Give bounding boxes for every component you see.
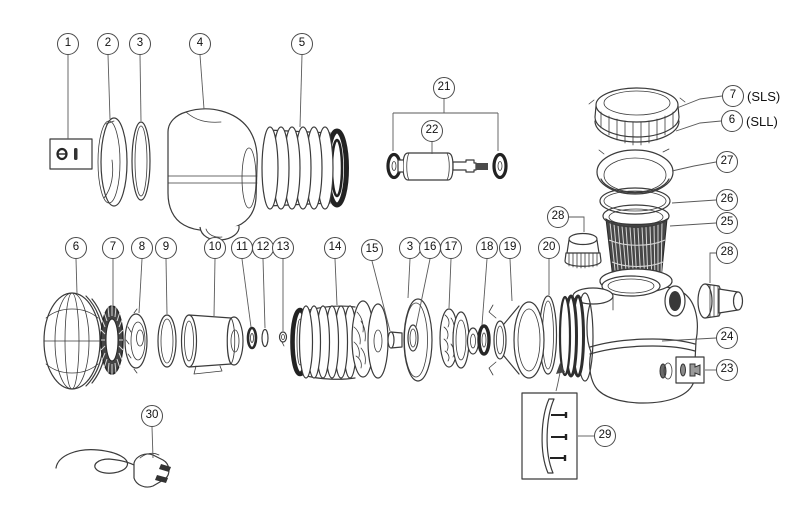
- part-11-washer-drawing: [246, 326, 258, 350]
- ring-size-label-sls: (SLS): [747, 88, 781, 104]
- callout-9: 9: [155, 237, 177, 259]
- callout-8: 8: [131, 237, 153, 259]
- part-6-lock-ring-dome-drawing: [43, 292, 107, 390]
- part-8-cover-plate-drawing: [124, 308, 148, 374]
- callout-16: 16: [419, 237, 441, 259]
- callout-13: 13: [272, 237, 294, 259]
- callout-6-sll: 6 (SLL): [721, 110, 778, 132]
- callout-21: 21: [433, 77, 455, 99]
- callout-6: 6: [65, 237, 87, 259]
- part-15-square-nut-drawing: [387, 331, 403, 349]
- callout-10: 10: [204, 237, 226, 259]
- callout-20: 20: [538, 237, 560, 259]
- leader-lines: [67, 54, 723, 459]
- callout-28-left: 28: [547, 206, 569, 228]
- callout-29: 29: [594, 425, 616, 447]
- callout-15: 15: [361, 239, 383, 261]
- part-18-shaft-seal-drawing: [477, 324, 491, 356]
- part-13-shaft-screw-drawing: [278, 331, 288, 347]
- part-7-ribbed-ring-drawing: [100, 305, 124, 375]
- part-5-ribbed-coupling-drawing: [261, 126, 349, 210]
- callout-24: 24: [716, 327, 738, 349]
- part-7-6-lock-ring-drawing: [588, 87, 686, 146]
- callout-7-sls-circle: 7: [722, 85, 744, 107]
- callout-5: 5: [291, 33, 313, 55]
- callout-30: 30: [141, 405, 163, 427]
- callout-4: 4: [189, 33, 211, 55]
- part-26-lid-oring-drawing: [599, 187, 671, 215]
- part-12-small-oring-drawing: [261, 328, 269, 348]
- callout-27: 27: [716, 151, 738, 173]
- callout-3-mid: 3: [399, 237, 421, 259]
- callout-26: 26: [716, 189, 738, 211]
- callout-12: 12: [252, 237, 274, 259]
- callout-11: 11: [231, 237, 253, 259]
- part-3-oring-top-drawing: [131, 121, 151, 201]
- callout-28-right: 28: [716, 242, 738, 264]
- part-14-impeller-fan-assembly-drawing: [290, 300, 389, 380]
- callout-2: 2: [97, 33, 119, 55]
- part-9-oring-drawing: [157, 314, 177, 368]
- part-23-drain-plug-box-drawing: [675, 356, 705, 384]
- callout-3: 3: [129, 33, 151, 55]
- part-30-power-cord-drawing: [55, 449, 171, 488]
- part-4-pump-housing-drawing: [167, 108, 258, 241]
- callout-17: 17: [440, 237, 462, 259]
- part-10-motor-housing-drawing: [180, 314, 244, 375]
- callout-6-sll-circle: 6: [721, 110, 743, 132]
- part-28-left-plug-drawing: [564, 232, 602, 269]
- callout-25: 25: [716, 212, 738, 234]
- callout-14: 14: [324, 237, 346, 259]
- part-1-screw-set-box-drawing: [49, 138, 93, 170]
- part-21-22-rotor-assembly-drawing: [386, 152, 508, 181]
- part-2-lid-drawing: [97, 117, 128, 207]
- callout-1: 1: [57, 33, 79, 55]
- callout-22: 22: [421, 120, 443, 142]
- callout-18: 18: [476, 237, 498, 259]
- callout-7-sls: 7 (SLS): [722, 85, 780, 107]
- ring-size-label-sll: (SLL): [746, 113, 778, 129]
- callout-19: 19: [499, 237, 521, 259]
- part-3-16-seal-plate-disc-drawing: [403, 298, 433, 382]
- part-28-right-plug-drawing: [697, 283, 744, 319]
- callout-23: 23: [716, 359, 738, 381]
- part-27-strainer-lid-drawing: [596, 148, 674, 195]
- part-29-bracket-box-drawing: [521, 363, 578, 480]
- part-19-seal-plate-cone-drawing: [488, 301, 545, 379]
- callout-7: 7: [102, 237, 124, 259]
- part-17-impeller-drawing: [439, 308, 480, 369]
- part-24-pump-tank-drawing: [558, 268, 698, 404]
